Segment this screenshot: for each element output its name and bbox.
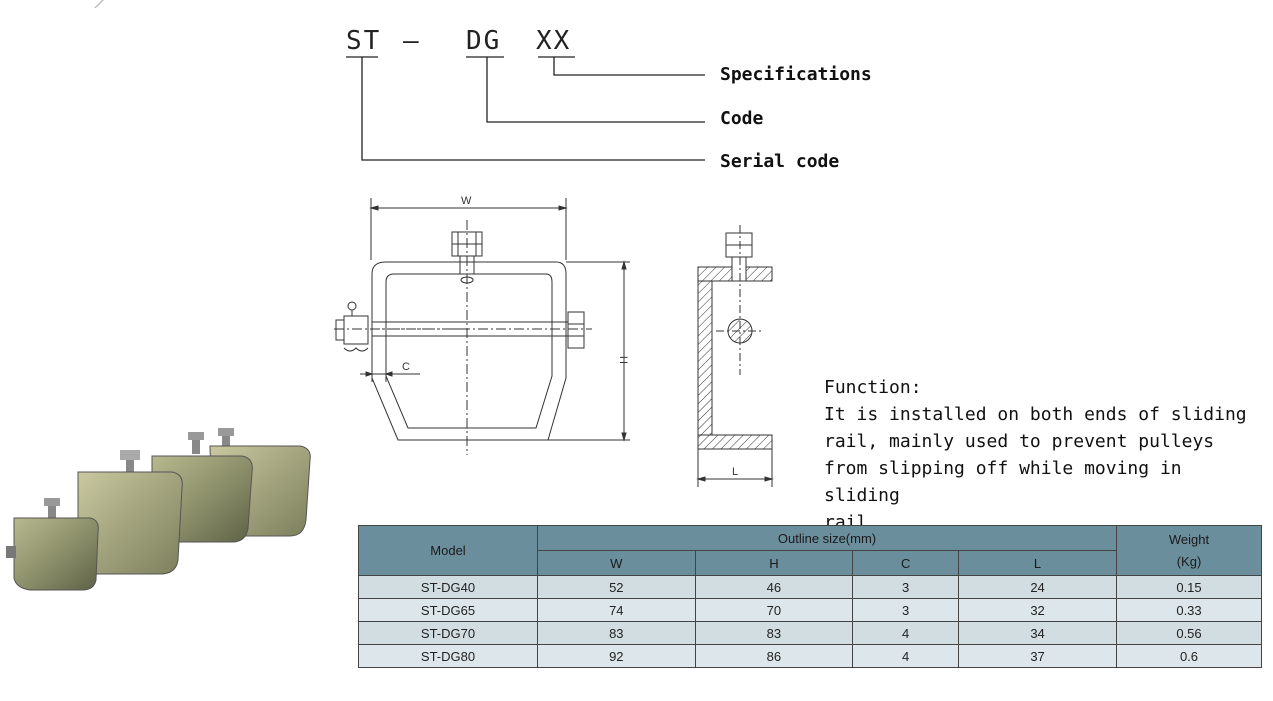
table-row: ST-DG65 74 70 3 32 0.33 (358, 598, 1262, 622)
cell-l: 32 (958, 598, 1117, 622)
function-line-3: from slipping off while moving in slidin… (824, 458, 1182, 506)
cell-l: 24 (958, 575, 1117, 599)
cell-w: 52 (537, 575, 696, 599)
label-specifications: Specifications (720, 64, 872, 85)
cell-model: ST-DG80 (358, 644, 538, 668)
code-part-spec: XX (536, 26, 572, 56)
header-outline-size: Outline size(mm) (537, 525, 1117, 551)
code-leader-lines (346, 56, 705, 161)
cell-c: 4 (852, 621, 960, 645)
function-title: Function: (824, 377, 922, 398)
cell-l: 37 (958, 644, 1117, 668)
header-weight: Weight (Kg) (1116, 525, 1262, 576)
model-code-diagram: ST — DG XX Specifications Code Serial co… (0, 0, 1273, 200)
header-weight-line2: (Kg) (1176, 553, 1202, 569)
cell-h: 86 (694, 644, 854, 668)
dim-label-h: H (617, 356, 629, 364)
table-row: ST-DG70 83 83 4 34 0.56 (358, 621, 1262, 645)
cell-model: ST-DG40 (358, 575, 538, 599)
label-serial-code: Serial code (720, 151, 840, 172)
cell-model: ST-DG70 (358, 621, 538, 645)
cell-weight: 0.56 (1116, 621, 1262, 645)
header-col-w: W (537, 550, 696, 576)
function-line-1: It is installed on both ends of sliding (824, 404, 1247, 425)
header-col-l: L (958, 550, 1117, 576)
dim-label-w: W (461, 195, 472, 207)
cell-model: ST-DG65 (358, 598, 538, 622)
function-line-2: rail, mainly used to prevent pulleys (824, 431, 1215, 452)
cell-h: 83 (694, 621, 854, 645)
header-col-c: C (852, 550, 960, 576)
dim-label-l: L (732, 466, 738, 478)
clamp-small (6, 498, 99, 591)
cell-w: 92 (537, 644, 696, 668)
cell-weight: 0.15 (1116, 575, 1262, 599)
cell-h: 46 (694, 575, 854, 599)
cell-c: 3 (852, 598, 960, 622)
cell-c: 3 (852, 575, 960, 599)
front-view-drawing: W H C (334, 195, 630, 455)
side-view-drawing: L (696, 225, 774, 487)
label-code: Code (720, 108, 764, 129)
table-row: ST-DG40 52 46 3 24 0.15 (358, 575, 1262, 599)
cell-h: 70 (694, 598, 854, 622)
corner-mark (94, 0, 104, 8)
code-part-dash: — (403, 26, 421, 56)
spec-table: Model Outline size(mm) Weight (Kg) W H C… (358, 525, 1262, 668)
product-photo (6, 428, 311, 591)
function-description: Function: It is installed on both ends o… (824, 374, 1264, 536)
dim-label-c: C (402, 361, 410, 373)
table-row: ST-DG80 92 86 4 37 0.6 (358, 644, 1262, 668)
code-part-serial: ST (346, 26, 382, 56)
cell-c: 4 (852, 644, 960, 668)
cell-w: 83 (537, 621, 696, 645)
header-model: Model (358, 525, 538, 576)
header-col-h: H (694, 550, 854, 576)
cell-l: 34 (958, 621, 1117, 645)
cell-w: 74 (537, 598, 696, 622)
cell-weight: 0.33 (1116, 598, 1262, 622)
cell-weight: 0.6 (1116, 644, 1262, 668)
code-part-code: DG (466, 26, 502, 56)
header-weight-line1: Weight (1168, 531, 1210, 547)
